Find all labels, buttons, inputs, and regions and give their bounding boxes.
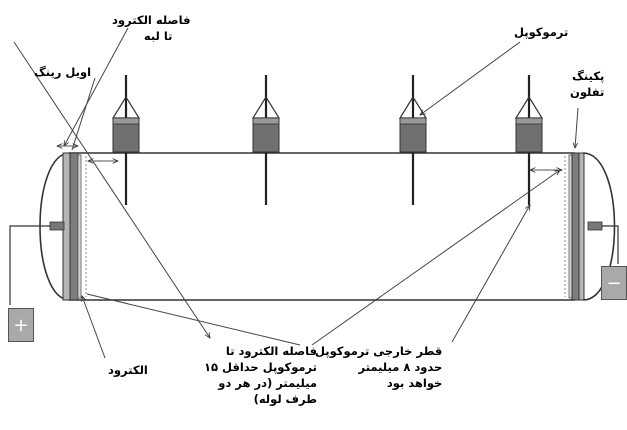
label-thermocouple: ترموکوپل [514, 25, 569, 39]
label-teflon-packing: پکینگ تفلون [570, 69, 605, 99]
left-electrode [49, 152, 87, 301]
dimension-arrows [57, 146, 562, 170]
thermocouples [111, 75, 544, 205]
negative-sign: − [606, 272, 622, 294]
positive-terminal: + [8, 308, 34, 342]
leader-lines [13, 27, 579, 359]
thermocouple-3 [398, 75, 428, 205]
negative-terminal: − [601, 266, 627, 300]
positive-sign: + [13, 314, 29, 336]
label-electrode: الکترود [108, 363, 148, 377]
thermocouple-4 [514, 75, 544, 205]
label-electrode-to-thermocouple: فاصله الکترود تا ترموکوپل حداقل ۱۵ میلیم… [204, 344, 318, 406]
right-electrode [564, 152, 603, 301]
thermocouple-1 [111, 75, 141, 205]
thermocouple-2 [251, 75, 281, 205]
label-thermocouple-diameter: قطر خارجی ترموکوپل حدود ۸ میلیمتر خواهد … [315, 344, 443, 390]
label-o-ring: اویل رینگ [34, 65, 92, 79]
wires [9, 225, 619, 305]
label-electrode-gap: فاصله الکترود تا لبه [112, 13, 191, 43]
